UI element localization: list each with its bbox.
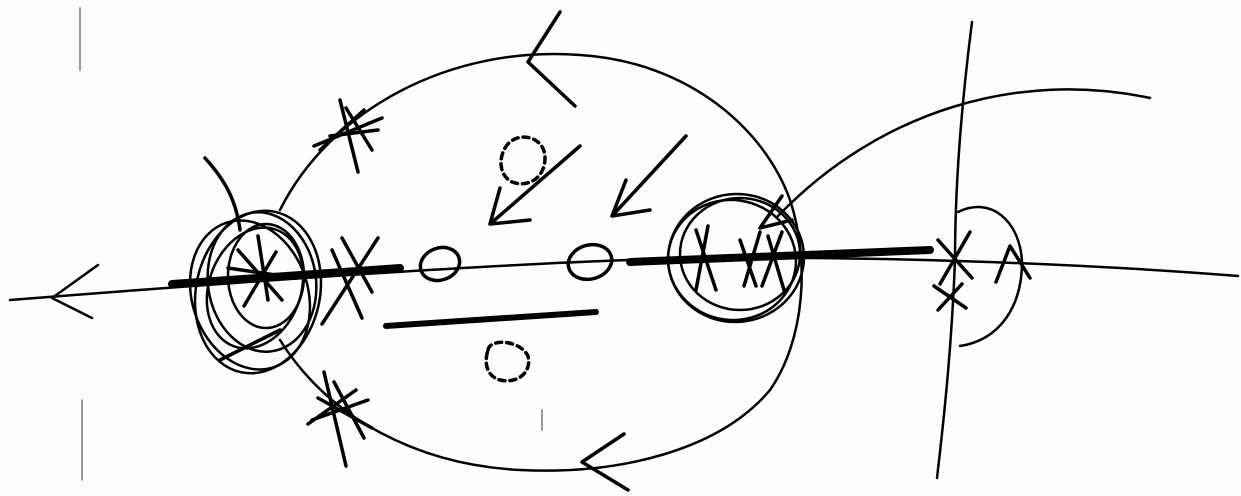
curved-arrow-upper-right bbox=[778, 89, 1150, 216]
right-semicircle bbox=[958, 207, 1022, 346]
pole-x-imag-axis bbox=[934, 232, 972, 310]
pole-x-left bbox=[322, 238, 378, 324]
loop-arrow-bottom bbox=[582, 434, 628, 490]
zero-circle-left bbox=[416, 242, 465, 286]
loop-arrow-top bbox=[528, 12, 575, 106]
interior-arrow-2 bbox=[612, 136, 686, 216]
underline-stroke bbox=[386, 312, 596, 326]
imaginary-axis bbox=[937, 22, 972, 478]
dashed-circle-upper bbox=[501, 137, 545, 184]
real-axis-left-arrow bbox=[52, 265, 98, 318]
dashed-circle-lower bbox=[486, 342, 529, 380]
loop-star-mark-top bbox=[314, 100, 382, 172]
interior-arrow-1 bbox=[490, 146, 580, 224]
